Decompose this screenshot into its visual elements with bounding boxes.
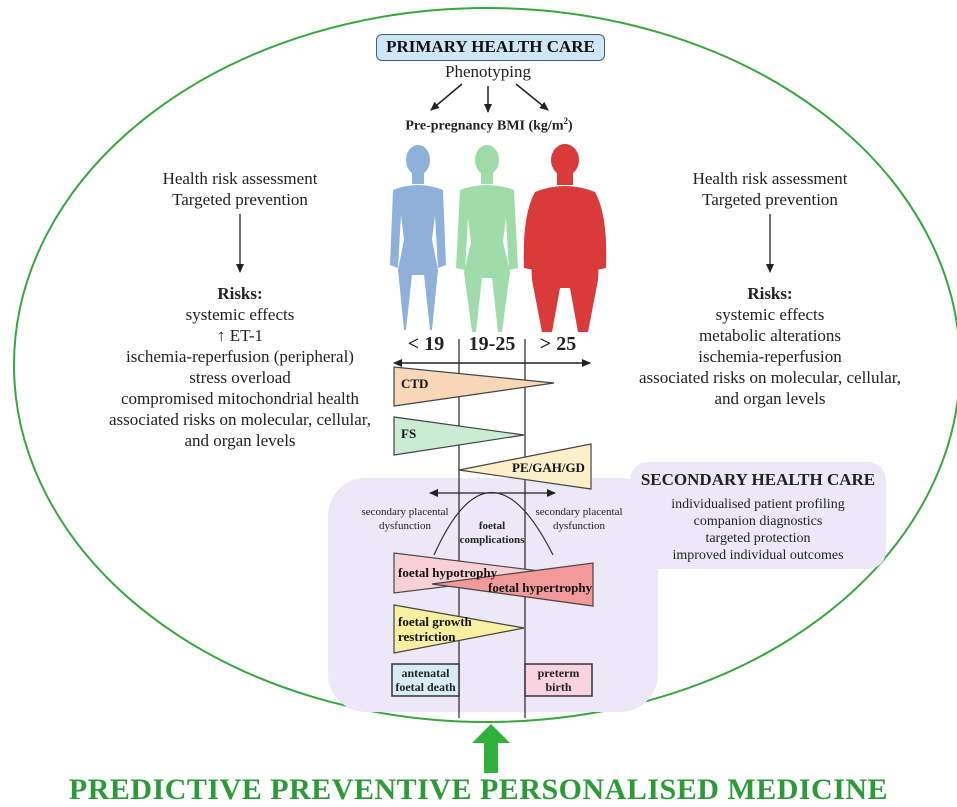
label-fgr-line-2: restriction bbox=[398, 629, 456, 644]
bmi-label-underweight: < 19 bbox=[407, 333, 445, 355]
right-assessment: Health risk assessment Targeted preventi… bbox=[620, 168, 920, 210]
box-antenatal bbox=[391, 663, 460, 697]
secondary-item: companion diagnostics bbox=[693, 514, 823, 529]
label-fgr: foetal growth restriction bbox=[398, 614, 472, 644]
right-risk-item: systemic effects bbox=[715, 305, 825, 324]
bmi-label-overweight: > 25 bbox=[539, 333, 577, 355]
secondary-item: targeted protection bbox=[705, 531, 811, 546]
right-risks-title: Risks: bbox=[747, 284, 793, 303]
right-assessment-line-1: Health risk assessment bbox=[692, 169, 848, 188]
preterm-line-2: birth bbox=[545, 680, 572, 694]
triangle-pe bbox=[458, 443, 592, 490]
placental-left-line-1: secondary placental bbox=[361, 506, 449, 518]
right-risk-item: associated risks on molecular, cellular, bbox=[638, 368, 902, 387]
left-assessment-line-1: Health risk assessment bbox=[162, 169, 318, 188]
complications-arc bbox=[433, 492, 554, 556]
preterm-birth-label: preterm birth bbox=[525, 664, 592, 696]
phenotyping-arrow-right bbox=[515, 83, 549, 111]
left-risk-item: stress overload bbox=[189, 368, 291, 387]
silhouette-underweight bbox=[390, 145, 446, 330]
label-fgr-line-1: foetal growth bbox=[398, 614, 472, 629]
right-risk-item: and organ levels bbox=[714, 389, 826, 408]
bmi-title-text: Pre-pregnancy BMI (kg/m bbox=[405, 118, 564, 134]
bmi-label-normal: 19-25 bbox=[468, 333, 516, 355]
left-risk-item: ischemia-reperfusion (peripheral) bbox=[126, 347, 354, 366]
outer-ellipse bbox=[13, 7, 957, 723]
secondary-region bbox=[328, 478, 658, 712]
silhouette-normal bbox=[456, 145, 518, 332]
right-risk-item: ischemia-reperfusion bbox=[698, 347, 842, 366]
right-risk-item: metabolic alterations bbox=[698, 326, 842, 345]
foetal-complications-line-1: foetal bbox=[478, 520, 506, 532]
label-fs: FS bbox=[401, 426, 417, 441]
left-risks: Risks: systemic effects ↑ ET-1 ischemia-… bbox=[90, 283, 390, 451]
triangle-fs bbox=[393, 416, 525, 456]
left-assessment: Health risk assessment Targeted preventi… bbox=[90, 168, 390, 210]
secondary-item: improved individual outcomes bbox=[672, 548, 844, 563]
ppm-up-arrow bbox=[472, 724, 510, 773]
box-preterm bbox=[524, 663, 593, 697]
triangle-hypertrophy bbox=[431, 562, 594, 607]
right-risks: Risks: systemic effects metabolic altera… bbox=[620, 283, 920, 409]
secondary-health-care-title: SECONDARY HEALTH CARE bbox=[640, 470, 876, 489]
phenotyping-label: Phenotyping bbox=[445, 62, 531, 81]
foetal-complications: foetal complications bbox=[455, 519, 529, 547]
left-risk-item: ↑ ET-1 bbox=[216, 326, 264, 345]
triangle-fgr bbox=[393, 604, 525, 654]
left-risk-item: systemic effects bbox=[185, 305, 295, 324]
placental-left-line-2: dysfunction bbox=[379, 520, 431, 532]
secondary-item: individualised patient profiling bbox=[671, 497, 845, 512]
bmi-title-sup: 2 bbox=[563, 116, 568, 126]
ppm-title: PREDICTIVE PREVENTIVE PERSONALISED MEDIC… bbox=[68, 773, 889, 806]
triangle-ctd bbox=[393, 366, 555, 407]
left-risk-item: and organ levels bbox=[184, 431, 296, 450]
antenatal-foetal-death-label: antenatal foetal death bbox=[392, 664, 459, 696]
left-risk-item: associated risks on molecular, cellular, bbox=[108, 410, 372, 429]
placental-right-line-1: secondary placental bbox=[535, 506, 623, 518]
preterm-line-1: preterm bbox=[537, 666, 580, 680]
left-risk-item: compromised mitochondrial health bbox=[121, 389, 359, 408]
bmi-title-close: ) bbox=[567, 118, 573, 134]
placental-right: secondary placental dysfunction bbox=[524, 505, 634, 533]
primary-health-care-box: PRIMARY HEALTH CARE bbox=[376, 34, 605, 61]
right-assessment-line-2: Targeted prevention bbox=[702, 190, 838, 209]
antenatal-line-2: foetal death bbox=[395, 680, 456, 694]
antenatal-line-1: antenatal bbox=[401, 666, 450, 680]
foetal-complications-line-2: complications bbox=[459, 534, 525, 546]
left-risks-title: Risks: bbox=[217, 284, 263, 303]
secondary-health-care-box: SECONDARY HEALTH CARE individualised pat… bbox=[630, 462, 886, 569]
placental-left: secondary placental dysfunction bbox=[350, 505, 460, 533]
label-ctd: CTD bbox=[401, 376, 429, 391]
label-hypertrophy: foetal hypertrophy bbox=[488, 580, 593, 595]
silhouette-overweight bbox=[523, 144, 607, 332]
bmi-title: Pre-pregnancy BMI (kg/m2) bbox=[378, 116, 600, 135]
placental-right-line-2: dysfunction bbox=[553, 520, 605, 532]
label-pe: PE/GAH/GD bbox=[512, 460, 585, 475]
phenotyping-arrow-left bbox=[430, 83, 463, 111]
label-hypotrophy: foetal hypotrophy bbox=[398, 565, 498, 580]
left-assessment-line-2: Targeted prevention bbox=[172, 190, 308, 209]
